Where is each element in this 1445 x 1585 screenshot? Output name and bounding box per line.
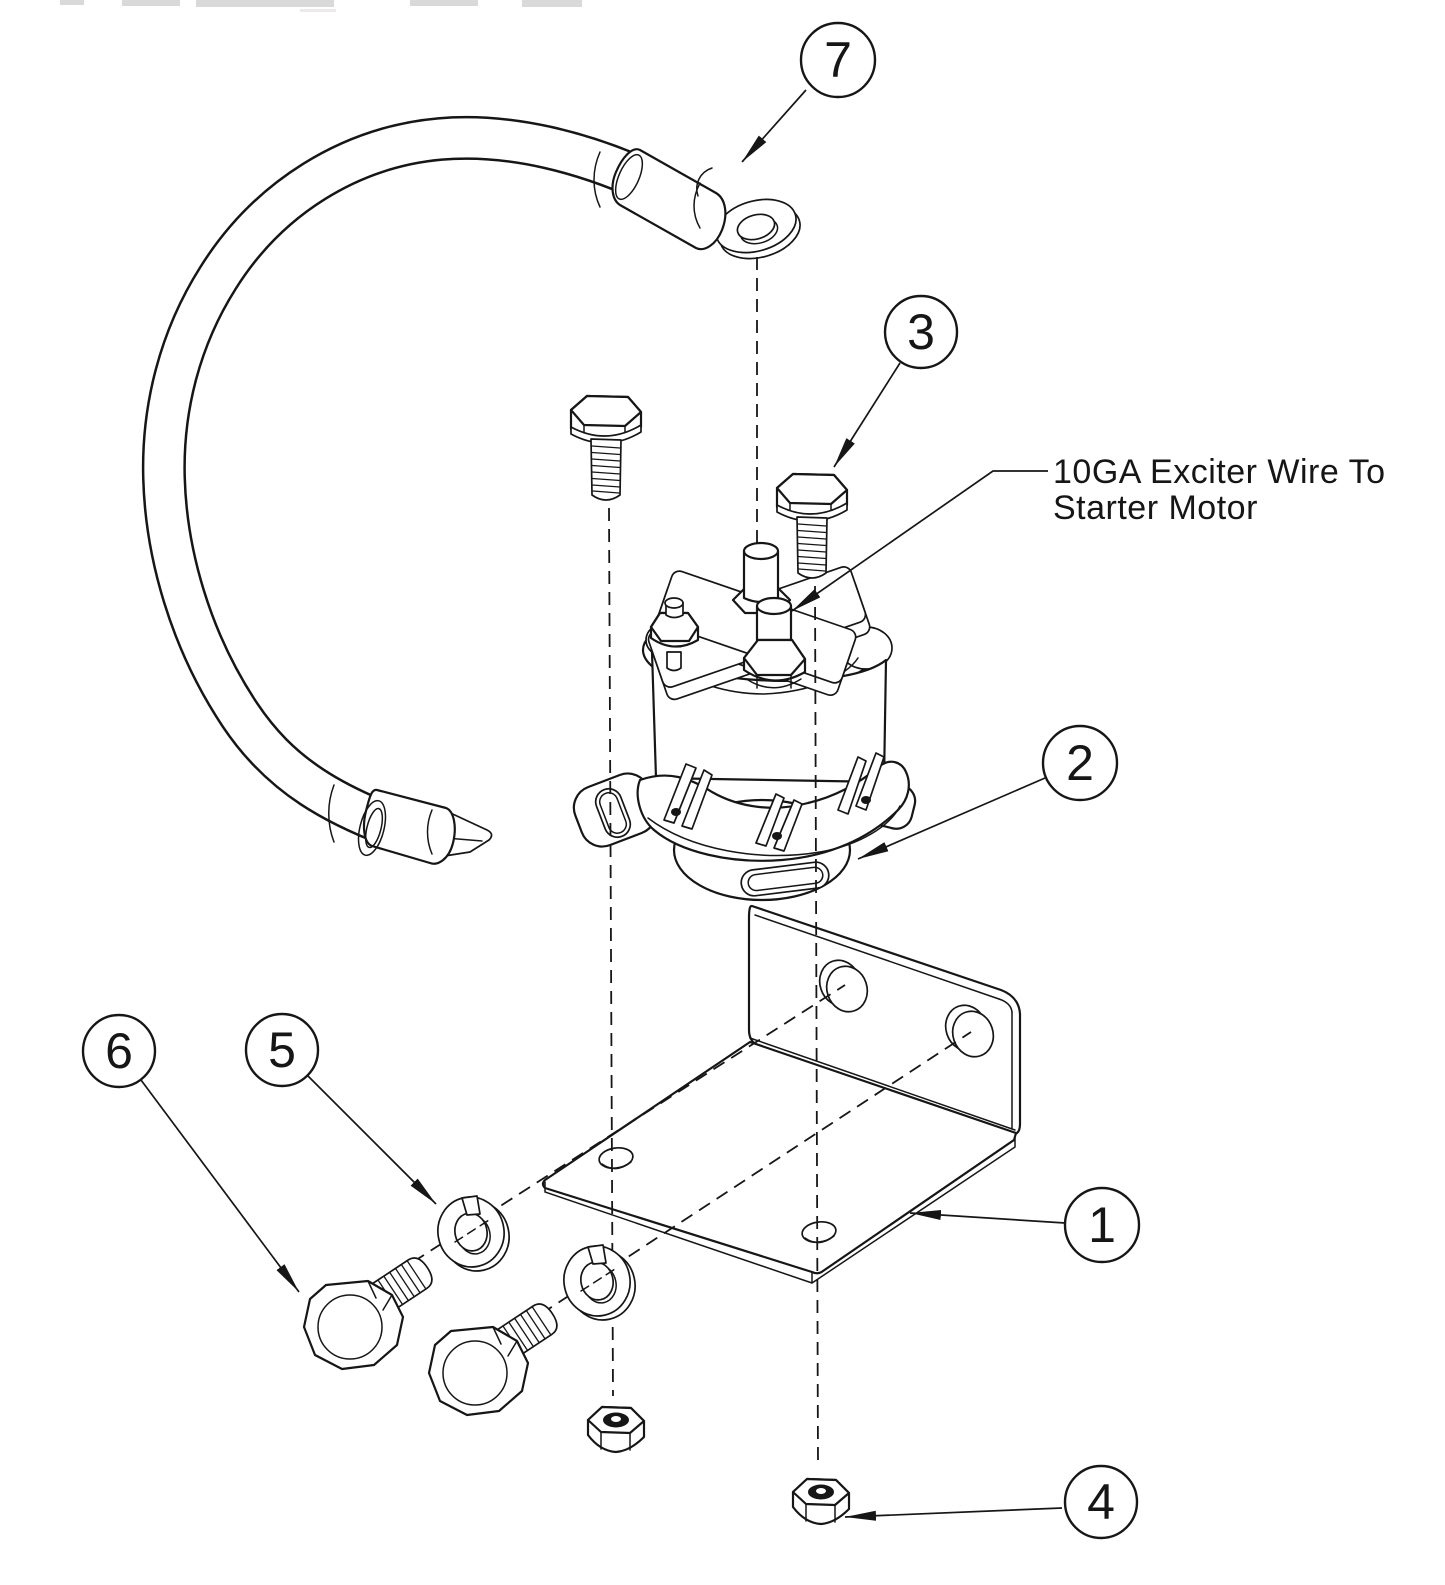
washer-a-centerline — [454, 1219, 490, 1243]
hex-bolt-6a — [302, 1252, 438, 1371]
leader-5 — [306, 1074, 437, 1205]
balloon-2-label: 2 — [1066, 735, 1094, 791]
leader-6 — [140, 1079, 300, 1293]
annotation-line2: Starter Motor — [1053, 489, 1258, 527]
mounting-bracket — [541, 904, 1022, 1284]
leader-1 — [909, 1210, 1066, 1224]
hex-nut-4 — [791, 1477, 851, 1526]
stud-front — [742, 596, 807, 689]
balloon-5-label: 5 — [268, 1022, 296, 1078]
centerline-bolt-long — [608, 507, 614, 1397]
hex-bolt-6b — [427, 1298, 563, 1417]
flange-gussets — [663, 752, 885, 852]
balloon-1-label: 1 — [1088, 1197, 1116, 1253]
balloon-2: 2 — [1041, 724, 1119, 802]
hex-bolt-3 — [775, 472, 849, 580]
leader-exciter-wire — [791, 470, 1048, 612]
annotation-exciter-wire: 10GA Exciter Wire To Starter Motor — [1053, 453, 1386, 527]
bracket-hole-upper-right — [944, 1004, 995, 1058]
leader-7 — [741, 89, 807, 163]
solenoid — [572, 541, 917, 902]
battery-cable — [141, 115, 665, 861]
lock-washer-b — [556, 1239, 643, 1327]
cable-sleeve-line-upper — [593, 151, 601, 208]
solenoid-base-slot — [740, 861, 830, 897]
leader-4 — [844, 1507, 1063, 1521]
bracket-hole-base-left — [598, 1146, 634, 1170]
balloon-7: 7 — [799, 21, 877, 99]
cable-sleeve-line-lower — [328, 784, 335, 843]
leader-2 — [857, 777, 1046, 860]
balloon-6: 6 — [81, 1013, 157, 1089]
balloon-5: 5 — [244, 1012, 320, 1088]
annotation-line1: 10GA Exciter Wire To — [1053, 453, 1386, 491]
cropped-edge-artifact — [60, 0, 582, 12]
hex-nut-left — [586, 1405, 646, 1454]
balloon-4: 4 — [1063, 1464, 1139, 1540]
balloon-6-label: 6 — [105, 1023, 133, 1079]
balloon-1: 1 — [1063, 1186, 1141, 1264]
side-terminal — [649, 597, 700, 672]
balloon-4-label: 4 — [1087, 1474, 1115, 1530]
ring-terminal-upper — [611, 148, 801, 260]
balloon-3-label: 3 — [907, 304, 935, 360]
balloon-3: 3 — [883, 294, 959, 370]
hex-bolt-long — [569, 394, 643, 502]
solenoid-ear-left — [572, 772, 658, 848]
balloon-7-label: 7 — [824, 32, 852, 88]
leader-3 — [833, 362, 901, 468]
washer-b-centerline — [580, 1268, 616, 1292]
ring-terminal-lower — [357, 788, 493, 865]
